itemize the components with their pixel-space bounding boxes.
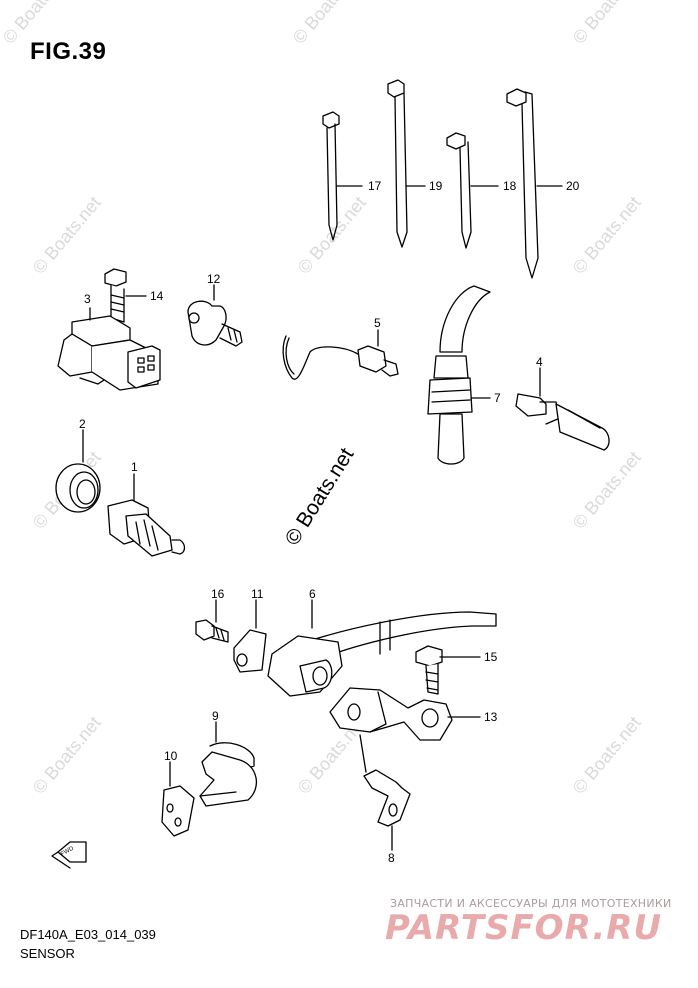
callout-17: 17 (368, 179, 382, 193)
callout-5: 5 (374, 316, 381, 330)
callout-12: 12 (207, 272, 221, 286)
callout-13: 13 (484, 710, 498, 724)
crank-sensor-6 (267, 599, 497, 697)
grommet-2 (55, 429, 101, 513)
callout-19: 19 (429, 179, 443, 193)
cable-tie-18 (446, 132, 499, 249)
sensor-4 (515, 367, 610, 451)
callout-14: 14 (150, 289, 164, 303)
temp-sensor-5 (282, 329, 399, 380)
fwd-arrow-icon (51, 841, 87, 869)
clamp-9 (199, 721, 258, 807)
callout-1: 1 (131, 460, 138, 474)
cable-tie-20 (506, 88, 563, 279)
callout-6: 6 (309, 587, 316, 601)
cable-tie-19 (387, 79, 426, 248)
callout-18: 18 (503, 179, 517, 193)
brand-logo: PARTSFOR.RU (385, 908, 663, 948)
bolt-15 (415, 645, 481, 695)
bracket-11 (233, 599, 267, 673)
map-sensor-3 (57, 307, 161, 391)
callout-8: 8 (388, 851, 395, 865)
callout-15: 15 (484, 650, 498, 664)
figure-code: DF140A_E03_014_039 (20, 927, 156, 942)
callout-2: 2 (79, 417, 86, 431)
knock-sensor-12 (187, 284, 243, 347)
bolt-14 (104, 268, 147, 323)
figure-caption: SENSOR (20, 946, 75, 961)
callout-3: 3 (84, 292, 91, 306)
callout-20: 20 (566, 179, 580, 193)
bolt-16 (195, 599, 229, 643)
cable-tie-17 (322, 111, 363, 241)
callout-11: 11 (251, 587, 264, 601)
page-title: FIG.39 (30, 38, 107, 65)
sensor-1 (107, 473, 186, 557)
callout-4: 4 (536, 355, 543, 369)
callout-7: 7 (494, 391, 501, 405)
clip-10 (161, 761, 195, 837)
callout-10: 10 (164, 749, 178, 763)
callout-9: 9 (212, 709, 219, 723)
bracket-8 (359, 734, 411, 851)
brand-tagline: ЗАПЧАСТИ И АКСЕССУАРЫ ДЛЯ МОТОТЕХНИКИ (390, 897, 672, 910)
callout-16: 16 (211, 587, 225, 601)
o2-sensor-7 (427, 285, 491, 465)
bracket-13 (329, 687, 481, 741)
